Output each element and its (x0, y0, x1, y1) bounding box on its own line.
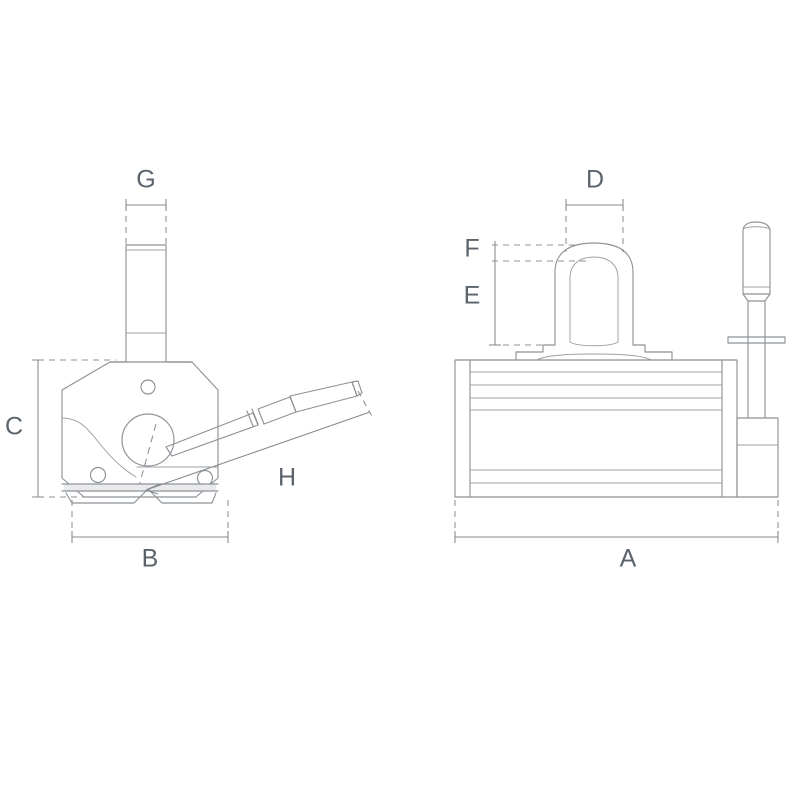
dimension-F-label: F (464, 235, 479, 263)
dimension-D: D (565, 166, 624, 252)
pole-shoe-base (61, 483, 219, 504)
operating-handle-side (165, 380, 363, 457)
bail-inner-opening (569, 256, 619, 343)
handle-shaft (747, 300, 766, 419)
dimension-D-label: D (586, 166, 604, 194)
dimension-E: E (464, 252, 545, 346)
dimension-B-label: B (142, 545, 159, 573)
magnet-housing-front (454, 359, 738, 498)
lifting-shaft (125, 244, 167, 366)
dimension-E-label: E (464, 282, 481, 310)
dimension-F: F (464, 235, 588, 263)
handle-collar-disc (727, 336, 786, 344)
bail-outer-arch (554, 242, 634, 346)
lifting-bail (515, 242, 673, 363)
cam-boss-circle (121, 413, 175, 467)
dimension-H-label: H (278, 464, 296, 492)
dimension-H-line (145, 411, 371, 491)
dimension-A: A (454, 500, 779, 573)
base-shade-band (64, 484, 216, 491)
shaft-outline (125, 244, 167, 366)
dimension-G-label: G (136, 166, 155, 194)
handle-collar-rings (246, 408, 259, 427)
front-view-dimensions: D F E A (454, 166, 779, 573)
housing-outline (454, 359, 738, 498)
cam-centerline (138, 423, 157, 487)
upper-bolt-hole (140, 379, 156, 395)
right-foot-wedge (147, 488, 217, 504)
handle-grip-shoulder (742, 293, 771, 302)
handle-grip-endcap (351, 380, 363, 397)
handle-grip-barrel (289, 381, 358, 413)
dimension-C-label: C (5, 413, 23, 441)
bail-pedestal-fillet (533, 353, 655, 363)
handle-lower-block (736, 417, 779, 498)
front-view-group (454, 221, 786, 498)
bail-inner-bottom (569, 341, 619, 347)
dimension-B-ticks (71, 531, 229, 543)
lower-left-bolt-hole (89, 466, 107, 484)
dimension-C-ticks (32, 359, 44, 498)
handle-grip-top-crease (742, 226, 771, 230)
dimension-A-label: A (620, 545, 637, 573)
side-view-dimensions: G C B H (5, 166, 375, 573)
handle-arm (165, 412, 259, 457)
dimension-D-ticks (565, 199, 624, 211)
dimension-H: H (145, 390, 375, 495)
left-foot-wedge (65, 488, 149, 504)
dimension-G: G (125, 166, 167, 245)
dimension-B: B (71, 500, 229, 573)
dimension-H-arrow (145, 483, 161, 495)
release-handle-front (727, 221, 786, 498)
dimension-H-ext (357, 390, 375, 421)
side-view-group (61, 244, 363, 504)
cam-sweep-curve (61, 417, 137, 478)
dimension-C: C (5, 359, 116, 498)
handle-grip-taper (257, 396, 297, 425)
magnet-body-side (61, 361, 219, 498)
dimension-A-ticks (454, 531, 779, 543)
handle-grip (742, 221, 771, 295)
dimension-G-ticks (125, 199, 167, 211)
